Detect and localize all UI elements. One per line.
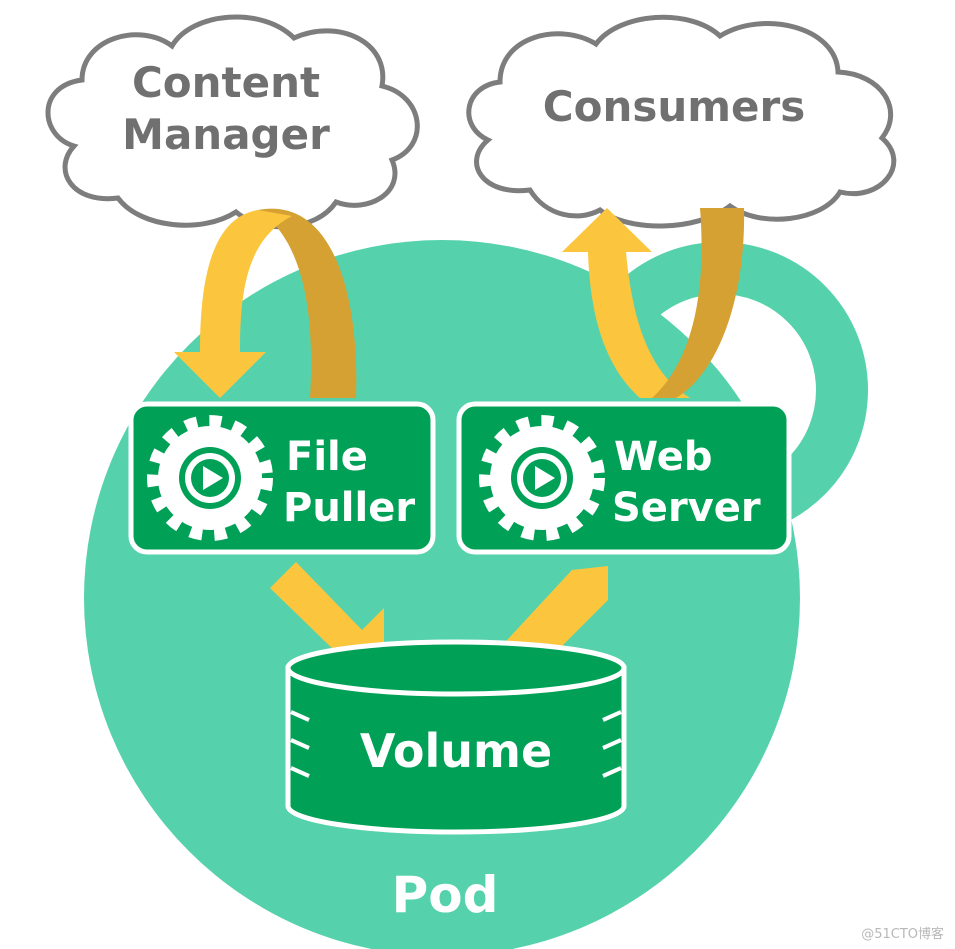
pod-label: Pod — [392, 866, 499, 924]
content-manager-cloud: Content Manager — [45, 14, 420, 230]
volume-notches — [290, 710, 622, 778]
container-label-line1: Web — [614, 434, 712, 480]
file-puller-sync-arrow — [174, 208, 357, 398]
watermark: @51CTO博客 — [861, 926, 944, 942]
container-label-line2: Server — [612, 485, 761, 531]
file-puller-container: File Puller — [128, 401, 436, 555]
web-server-serve-arrow — [562, 208, 745, 398]
arrow-loop-back — [258, 208, 357, 398]
volume: Volume — [285, 639, 627, 835]
volume-top — [285, 639, 627, 697]
web-server-container: Web Server — [456, 401, 792, 555]
volume-body — [285, 665, 627, 835]
arrow-loop-back — [652, 208, 745, 398]
arrow-loop-front — [174, 210, 292, 398]
pod — [84, 240, 868, 949]
arrow-loop-front — [562, 208, 690, 398]
container-label-line2: Puller — [283, 485, 415, 531]
cloud-label: Consumers — [543, 82, 805, 131]
container-label-line1: File — [286, 434, 368, 480]
cloud-label-line2: Manager — [122, 110, 330, 159]
gear-play-icon — [147, 415, 273, 541]
gear-play-icon — [479, 415, 605, 541]
volume-label: Volume — [360, 724, 552, 778]
cloud-label-line1: Content — [132, 58, 320, 107]
consumers-cloud: Consumers — [466, 14, 897, 229]
